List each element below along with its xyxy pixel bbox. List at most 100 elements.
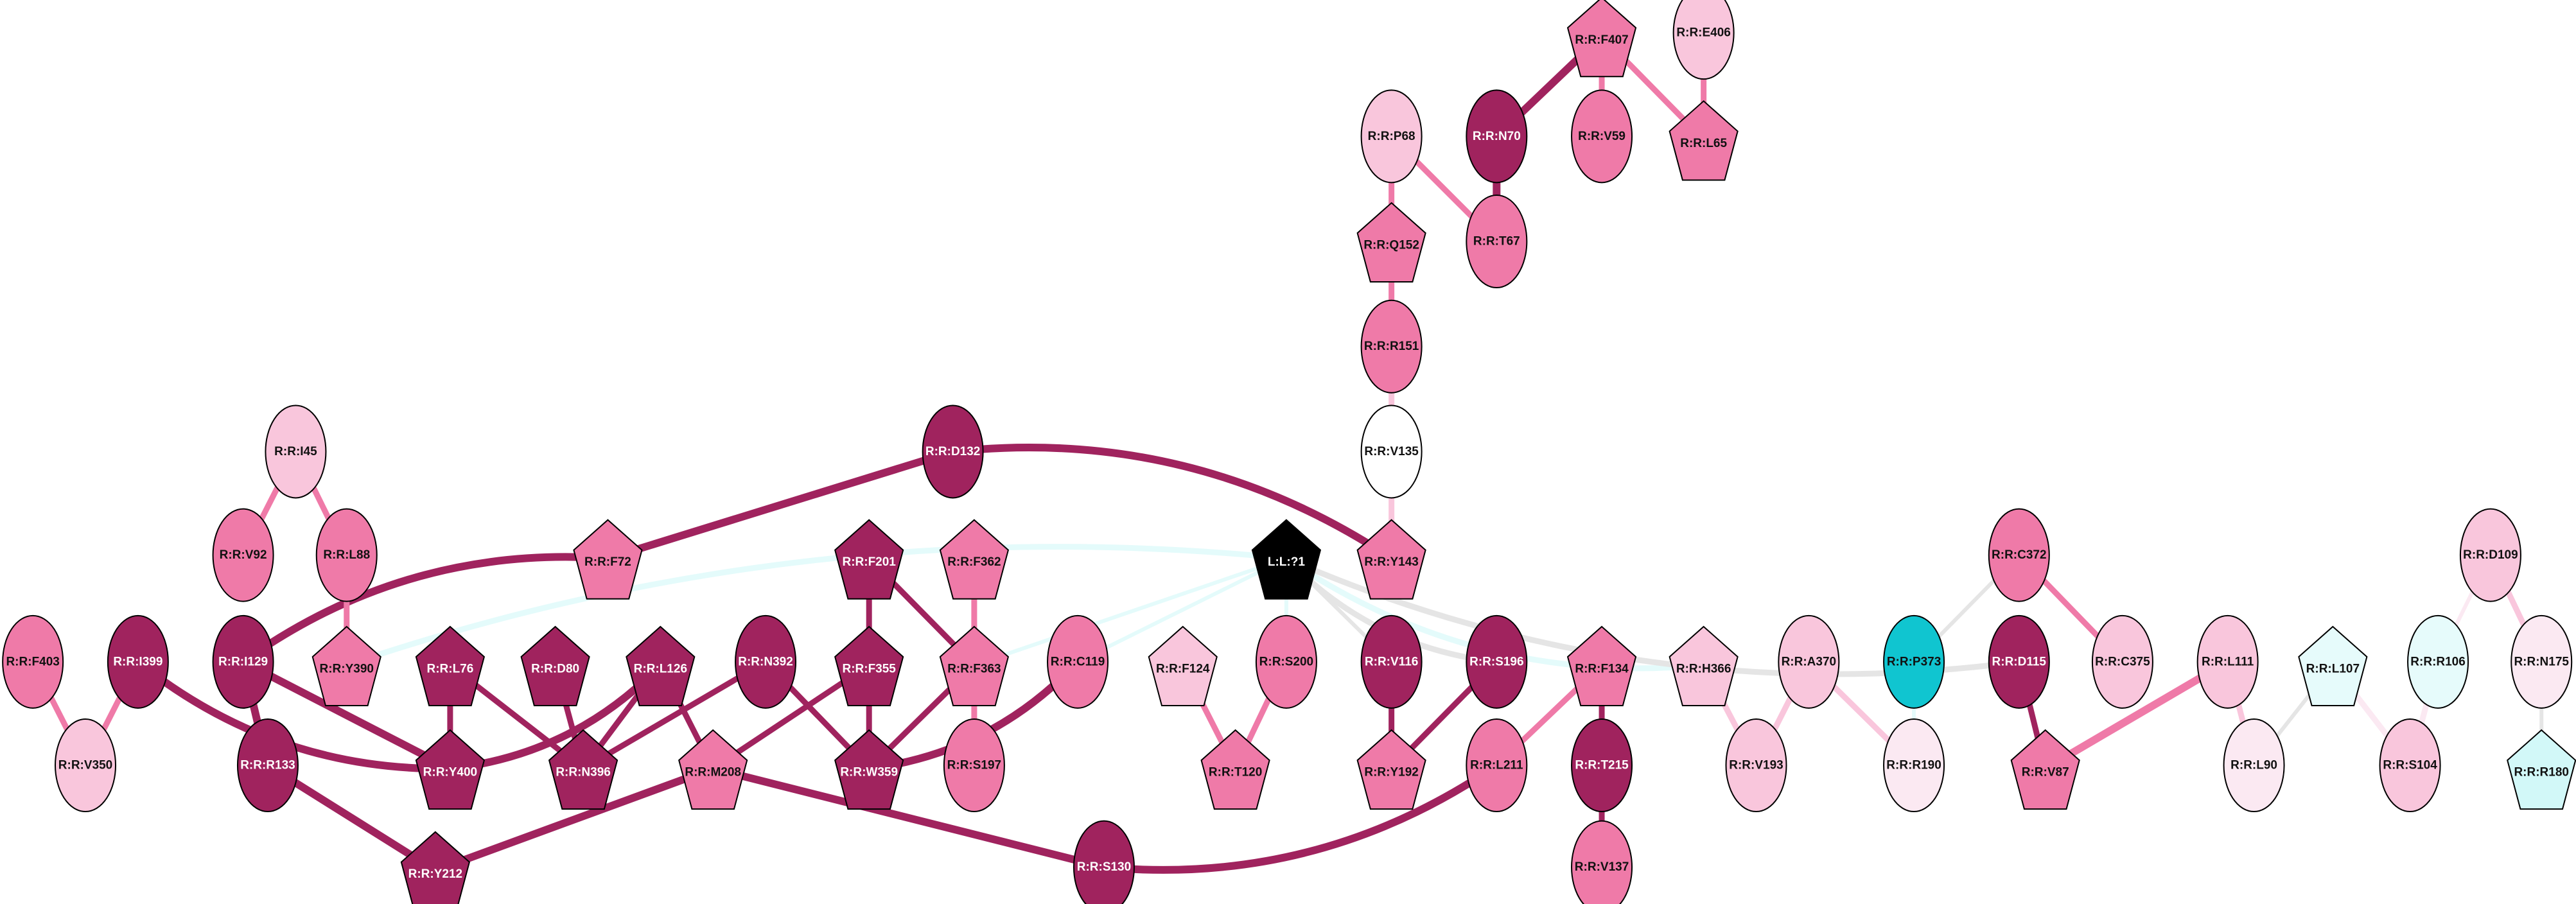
node-I399[interactable]: R:R:I399 — [107, 614, 169, 709]
edge-F72-I129 — [241, 553, 608, 665]
node-ellipse-shape — [2379, 718, 2441, 813]
node-N392[interactable]: R:R:N392 — [735, 614, 797, 709]
node-ellipse-shape — [212, 508, 274, 602]
node-ellipse-shape — [2091, 614, 2153, 709]
node-L90[interactable]: R:R:L90 — [2223, 718, 2285, 813]
node-M208[interactable]: R:R:M208 — [678, 729, 748, 810]
node-ellipse-shape — [2223, 718, 2285, 813]
node-ellipse-shape — [1073, 820, 1135, 904]
node-ellipse-shape — [2196, 614, 2259, 709]
node-L111[interactable]: R:R:L111 — [2196, 614, 2259, 709]
node-pentagon-shape — [400, 831, 471, 904]
node-ellipse-shape — [2510, 614, 2573, 709]
node-V137[interactable]: R:R:V137 — [1571, 820, 1633, 904]
node-S200[interactable]: R:R:S200 — [1255, 614, 1317, 709]
node-pentagon-shape — [1251, 519, 1322, 600]
node-V193[interactable]: R:R:V193 — [1725, 718, 1787, 813]
node-pentagon-shape — [939, 519, 1010, 600]
node-C375[interactable]: R:R:C375 — [2091, 614, 2153, 709]
node-F355[interactable]: R:R:F355 — [834, 625, 904, 707]
node-ellipse-shape — [735, 614, 797, 709]
node-C119[interactable]: R:R:C119 — [1047, 614, 1109, 709]
node-pentagon-shape — [2298, 625, 2368, 707]
edge-I129-Y400 — [241, 658, 452, 772]
node-P373[interactable]: R:R:P373 — [1883, 614, 1945, 709]
node-ellipse-shape — [315, 508, 378, 602]
node-pentagon-shape — [2010, 729, 2080, 810]
node-pentagon-shape — [1356, 202, 1426, 283]
edge-S130-L211 — [1103, 762, 1499, 874]
node-ellipse-shape — [1466, 89, 1528, 184]
node-V92[interactable]: R:R:V92 — [212, 508, 274, 602]
edge-D132-F72 — [606, 448, 954, 562]
node-R133[interactable]: R:R:R133 — [236, 718, 299, 813]
node-Q152[interactable]: R:R:Q152 — [1356, 202, 1426, 283]
node-ellipse-shape — [1988, 614, 2050, 709]
node-R106[interactable]: R:R:R106 — [2407, 614, 2469, 709]
node-ellipse-shape — [1360, 404, 1423, 499]
node-N70[interactable]: R:R:N70 — [1466, 89, 1528, 184]
edge-M208-S130 — [712, 765, 1105, 871]
node-L88[interactable]: R:R:L88 — [315, 508, 378, 602]
node-V350[interactable]: R:R:V350 — [55, 718, 117, 813]
node-R180[interactable]: R:R:R180 — [2507, 729, 2576, 810]
node-R151[interactable]: R:R:R151 — [1360, 299, 1423, 394]
node-pentagon-shape — [626, 625, 696, 707]
node-ellipse-shape — [1883, 718, 1945, 813]
node-S196[interactable]: R:R:S196 — [1466, 614, 1528, 709]
node-V59[interactable]: R:R:V59 — [1571, 89, 1633, 184]
node-Y143[interactable]: R:R:Y143 — [1356, 519, 1426, 600]
node-ellipse-shape — [1883, 614, 1945, 709]
edge-N392-N396 — [581, 659, 767, 772]
node-L1[interactable]: L:L:?1 — [1251, 519, 1322, 600]
node-F201[interactable]: R:R:F201 — [834, 519, 904, 600]
node-D115[interactable]: R:R:D115 — [1988, 614, 2050, 709]
node-L126[interactable]: R:R:L126 — [626, 625, 696, 707]
node-D132[interactable]: R:R:D132 — [922, 404, 984, 499]
node-A370[interactable]: R:R:A370 — [1778, 614, 1840, 709]
node-pentagon-shape — [1566, 0, 1637, 78]
node-V135[interactable]: R:R:V135 — [1360, 404, 1423, 499]
node-ellipse-shape — [107, 614, 169, 709]
edge-L1-Y390 — [346, 544, 1287, 668]
node-Y400[interactable]: R:R:Y400 — [415, 729, 486, 810]
node-T67[interactable]: R:R:T67 — [1466, 195, 1528, 289]
node-F362[interactable]: R:R:F362 — [939, 519, 1010, 600]
node-C372[interactable]: R:R:C372 — [1988, 508, 2050, 602]
node-F407[interactable]: R:R:F407 — [1566, 0, 1637, 78]
node-Y212[interactable]: R:R:Y212 — [400, 831, 471, 904]
node-ellipse-shape — [265, 404, 327, 499]
node-I129[interactable]: R:R:I129 — [212, 614, 274, 709]
node-D80[interactable]: R:R:D80 — [520, 625, 590, 707]
node-pentagon-shape — [415, 729, 486, 810]
node-D109[interactable]: R:R:D109 — [2459, 508, 2521, 602]
node-V116[interactable]: R:R:V116 — [1360, 614, 1423, 709]
node-T215[interactable]: R:R:T215 — [1571, 718, 1633, 813]
node-S197[interactable]: R:R:S197 — [943, 718, 1005, 813]
node-F124[interactable]: R:R:F124 — [1148, 625, 1218, 707]
node-ellipse-shape — [2459, 508, 2521, 602]
node-F134[interactable]: R:R:F134 — [1566, 625, 1637, 707]
node-Y390[interactable]: R:R:Y390 — [311, 625, 381, 707]
node-ellipse-shape — [922, 404, 984, 499]
node-R190[interactable]: R:R:R190 — [1883, 718, 1945, 813]
edges-layer — [30, 33, 2545, 874]
node-pentagon-shape — [1356, 729, 1426, 810]
node-F403[interactable]: R:R:F403 — [2, 614, 64, 709]
node-E406[interactable]: R:R:E406 — [1672, 0, 1735, 80]
node-ellipse-shape — [1360, 299, 1423, 394]
node-T120[interactable]: R:R:T120 — [1200, 729, 1270, 810]
node-H366[interactable]: R:R:H366 — [1669, 625, 1739, 707]
node-V87[interactable]: R:R:V87 — [2010, 729, 2080, 810]
node-S130[interactable]: R:R:S130 — [1073, 820, 1135, 904]
node-L107[interactable]: R:R:L107 — [2298, 625, 2368, 707]
node-I45[interactable]: R:R:I45 — [265, 404, 327, 499]
node-ellipse-shape — [212, 614, 274, 709]
node-P68[interactable]: R:R:P68 — [1360, 89, 1423, 184]
node-N175[interactable]: R:R:N175 — [2510, 614, 2573, 709]
node-ellipse-shape — [1466, 614, 1528, 709]
node-L211[interactable]: R:R:L211 — [1466, 718, 1528, 813]
node-S104[interactable]: R:R:S104 — [2379, 718, 2441, 813]
node-ellipse-shape — [1571, 89, 1633, 184]
node-F72[interactable]: R:R:F72 — [573, 519, 643, 600]
